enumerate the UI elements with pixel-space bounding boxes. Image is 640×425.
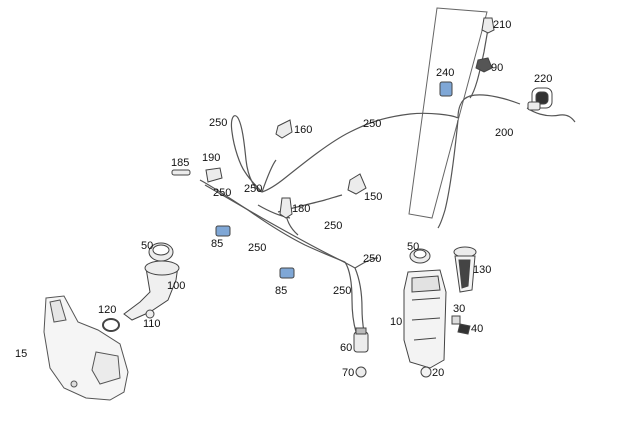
label-50-a: 50 — [141, 240, 154, 252]
label-250-h: 250 — [333, 285, 352, 297]
part-20-shape — [420, 366, 432, 378]
label-250-b: 250 — [363, 118, 382, 130]
part-240-shape — [439, 81, 453, 97]
part-210-shape — [481, 17, 495, 34]
part-70-shape — [355, 366, 367, 378]
label-240: 240 — [436, 67, 455, 79]
label-120: 120 — [98, 304, 117, 316]
label-250-a: 250 — [209, 117, 228, 129]
fittings — [171, 17, 553, 279]
label-190: 190 — [202, 152, 221, 164]
label-85-b: 85 — [275, 285, 288, 297]
label-100: 100 — [167, 280, 186, 292]
reservoir-left — [43, 295, 129, 401]
part-40-shape — [457, 323, 471, 335]
part-150-shape — [347, 173, 367, 195]
label-220: 220 — [534, 73, 553, 85]
part-185-shape — [171, 169, 191, 176]
part-180-shape — [279, 197, 293, 219]
part-100-shape — [123, 265, 179, 321]
part-110-shape — [145, 309, 155, 319]
label-200: 200 — [495, 127, 514, 139]
label-15: 15 — [15, 348, 28, 360]
part-190-shape — [205, 167, 223, 183]
label-130: 130 — [473, 264, 492, 276]
filler-parts — [102, 242, 477, 332]
part-85-b-shape — [279, 267, 295, 279]
label-60: 60 — [340, 342, 353, 354]
label-160: 160 — [294, 124, 313, 136]
label-50-b: 50 — [407, 241, 420, 253]
label-185: 185 — [171, 157, 190, 169]
label-210: 210 — [493, 19, 512, 31]
part-60-shape — [353, 331, 369, 353]
part-160-shape — [275, 119, 293, 139]
part-30-shape — [451, 315, 461, 325]
panel-strip — [408, 7, 488, 219]
label-85-a: 85 — [211, 238, 224, 250]
label-250-d: 250 — [244, 183, 263, 195]
label-40: 40 — [471, 323, 484, 335]
part-90-shape — [475, 57, 493, 73]
label-250-g: 250 — [363, 253, 382, 265]
label-180: 180 — [292, 203, 311, 215]
label-110: 110 — [143, 318, 161, 330]
label-250-c: 250 — [213, 187, 232, 199]
label-90: 90 — [491, 62, 504, 74]
label-150: 150 — [364, 191, 383, 203]
label-250-e: 250 — [324, 220, 343, 232]
reservoir-right — [403, 269, 471, 378]
part-120-shape — [102, 318, 120, 332]
label-250-f: 250 — [248, 242, 267, 254]
label-10: 10 — [390, 316, 403, 328]
washer-hoses — [199, 21, 576, 333]
part-85-a-shape — [215, 225, 231, 237]
label-20: 20 — [432, 367, 445, 379]
label-70: 70 — [342, 367, 355, 379]
label-30: 30 — [453, 303, 466, 315]
pump-parts — [353, 327, 369, 378]
